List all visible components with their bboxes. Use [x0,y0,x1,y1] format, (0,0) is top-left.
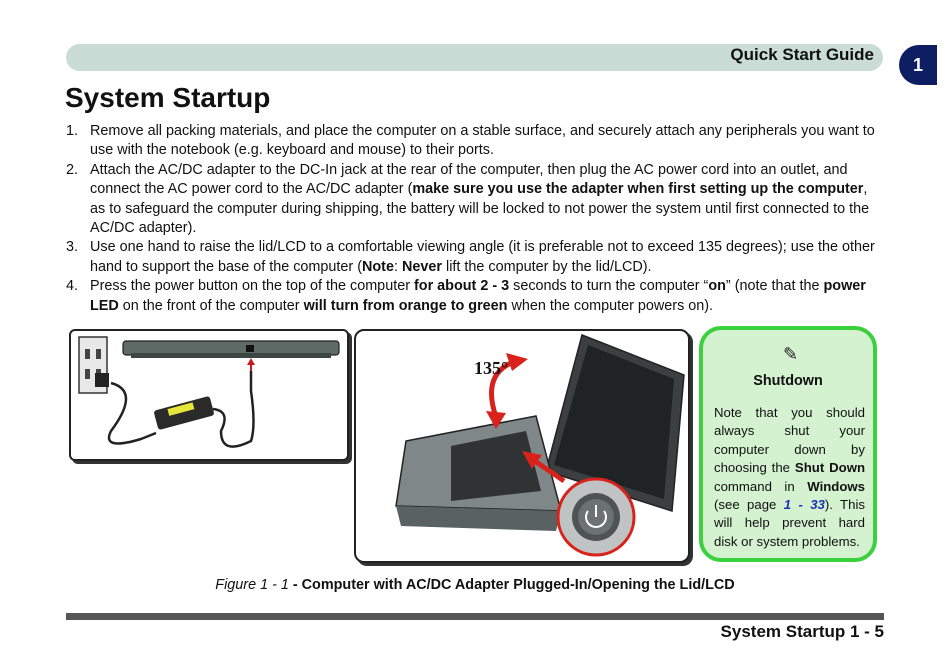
step-text: , as to safeguard the computer during sh… [90,181,870,237]
note-text: Note that you should always shut your co… [714,405,866,549]
step-item: 2. Attach the AC/DC adapter to the DC-In … [64,161,884,239]
adapter-drawing [78,336,340,448]
step-number: 1. [66,123,79,139]
chapter-badge: 1 [899,45,937,85]
step-number: 4. [66,278,79,295]
step-emphasis: Note [362,258,394,275]
step-text: when the computer powers on). [507,297,714,314]
startup-steps-list: 1. Remove all packing materials, and plac… [64,122,884,316]
keyboard [451,431,541,501]
figure-caption-text: - Computer with AC/DC Adapter Plugged-In… [288,577,735,593]
laptop-illustration [354,329,690,563]
step-text: on the front of the computer [118,297,304,314]
pencil-icon: ✎ [783,344,799,364]
step-text: lift the computer by the lid/LCD). [442,258,652,275]
step-emphasis: Never [401,258,442,275]
step-emphasis: will turn from orange to green [303,297,508,314]
step-text: Press the power button on the top of the… [90,278,414,295]
step-text: Remove all packing materials, and place … [90,123,875,159]
laptop-drawing [395,333,685,557]
page-link[interactable]: 1 - 33 [783,497,825,513]
figure-caption: Figure 1 - 1 - Computer with AC/DC Adapt… [0,577,950,593]
step-text: seconds to turn the computer “ [509,278,709,295]
notebook-rear-view [122,340,340,356]
header-bar [66,44,883,71]
step-item: 1. Remove all packing materials, and plac… [64,122,884,161]
page-title: System Startup [65,82,271,113]
shutdown-note: ✎ Shutdown Note that you should always s… [699,326,877,562]
step-text: : [393,258,402,275]
step-emphasis: for about 2 - 3 [414,278,510,295]
power-plug-icon [95,373,109,387]
footer-page-label: System Startup 1 - 5 [720,622,884,641]
adapter-illustration [69,329,349,461]
footer-bar [66,613,884,620]
step-item: 4. Press the power button on the top of t… [64,277,884,316]
step-emphasis: make sure you use the adapter when first… [412,181,864,198]
figure-label: Figure 1 - 1 [215,577,289,593]
step-number: 2. [66,161,79,178]
step-text: ” (note that the [725,278,824,295]
step-number: 3. [66,239,79,256]
ac-adapter-icon [154,396,214,430]
step-emphasis: power LED [90,278,866,314]
note-title: Shutdown [753,373,823,389]
step-item: 3. Use one hand to raise the lid/LCD to a… [64,238,884,277]
step-text: Attach the AC/DC adapter to the DC-In ja… [90,161,848,198]
power-icon [585,510,607,528]
header-title: Quick Start Guide [730,45,874,64]
step-emphasis: on [708,278,726,295]
angle-label: 135° [474,358,509,378]
step-text: Use one hand to raise the lid/LCD to a c… [90,239,875,275]
